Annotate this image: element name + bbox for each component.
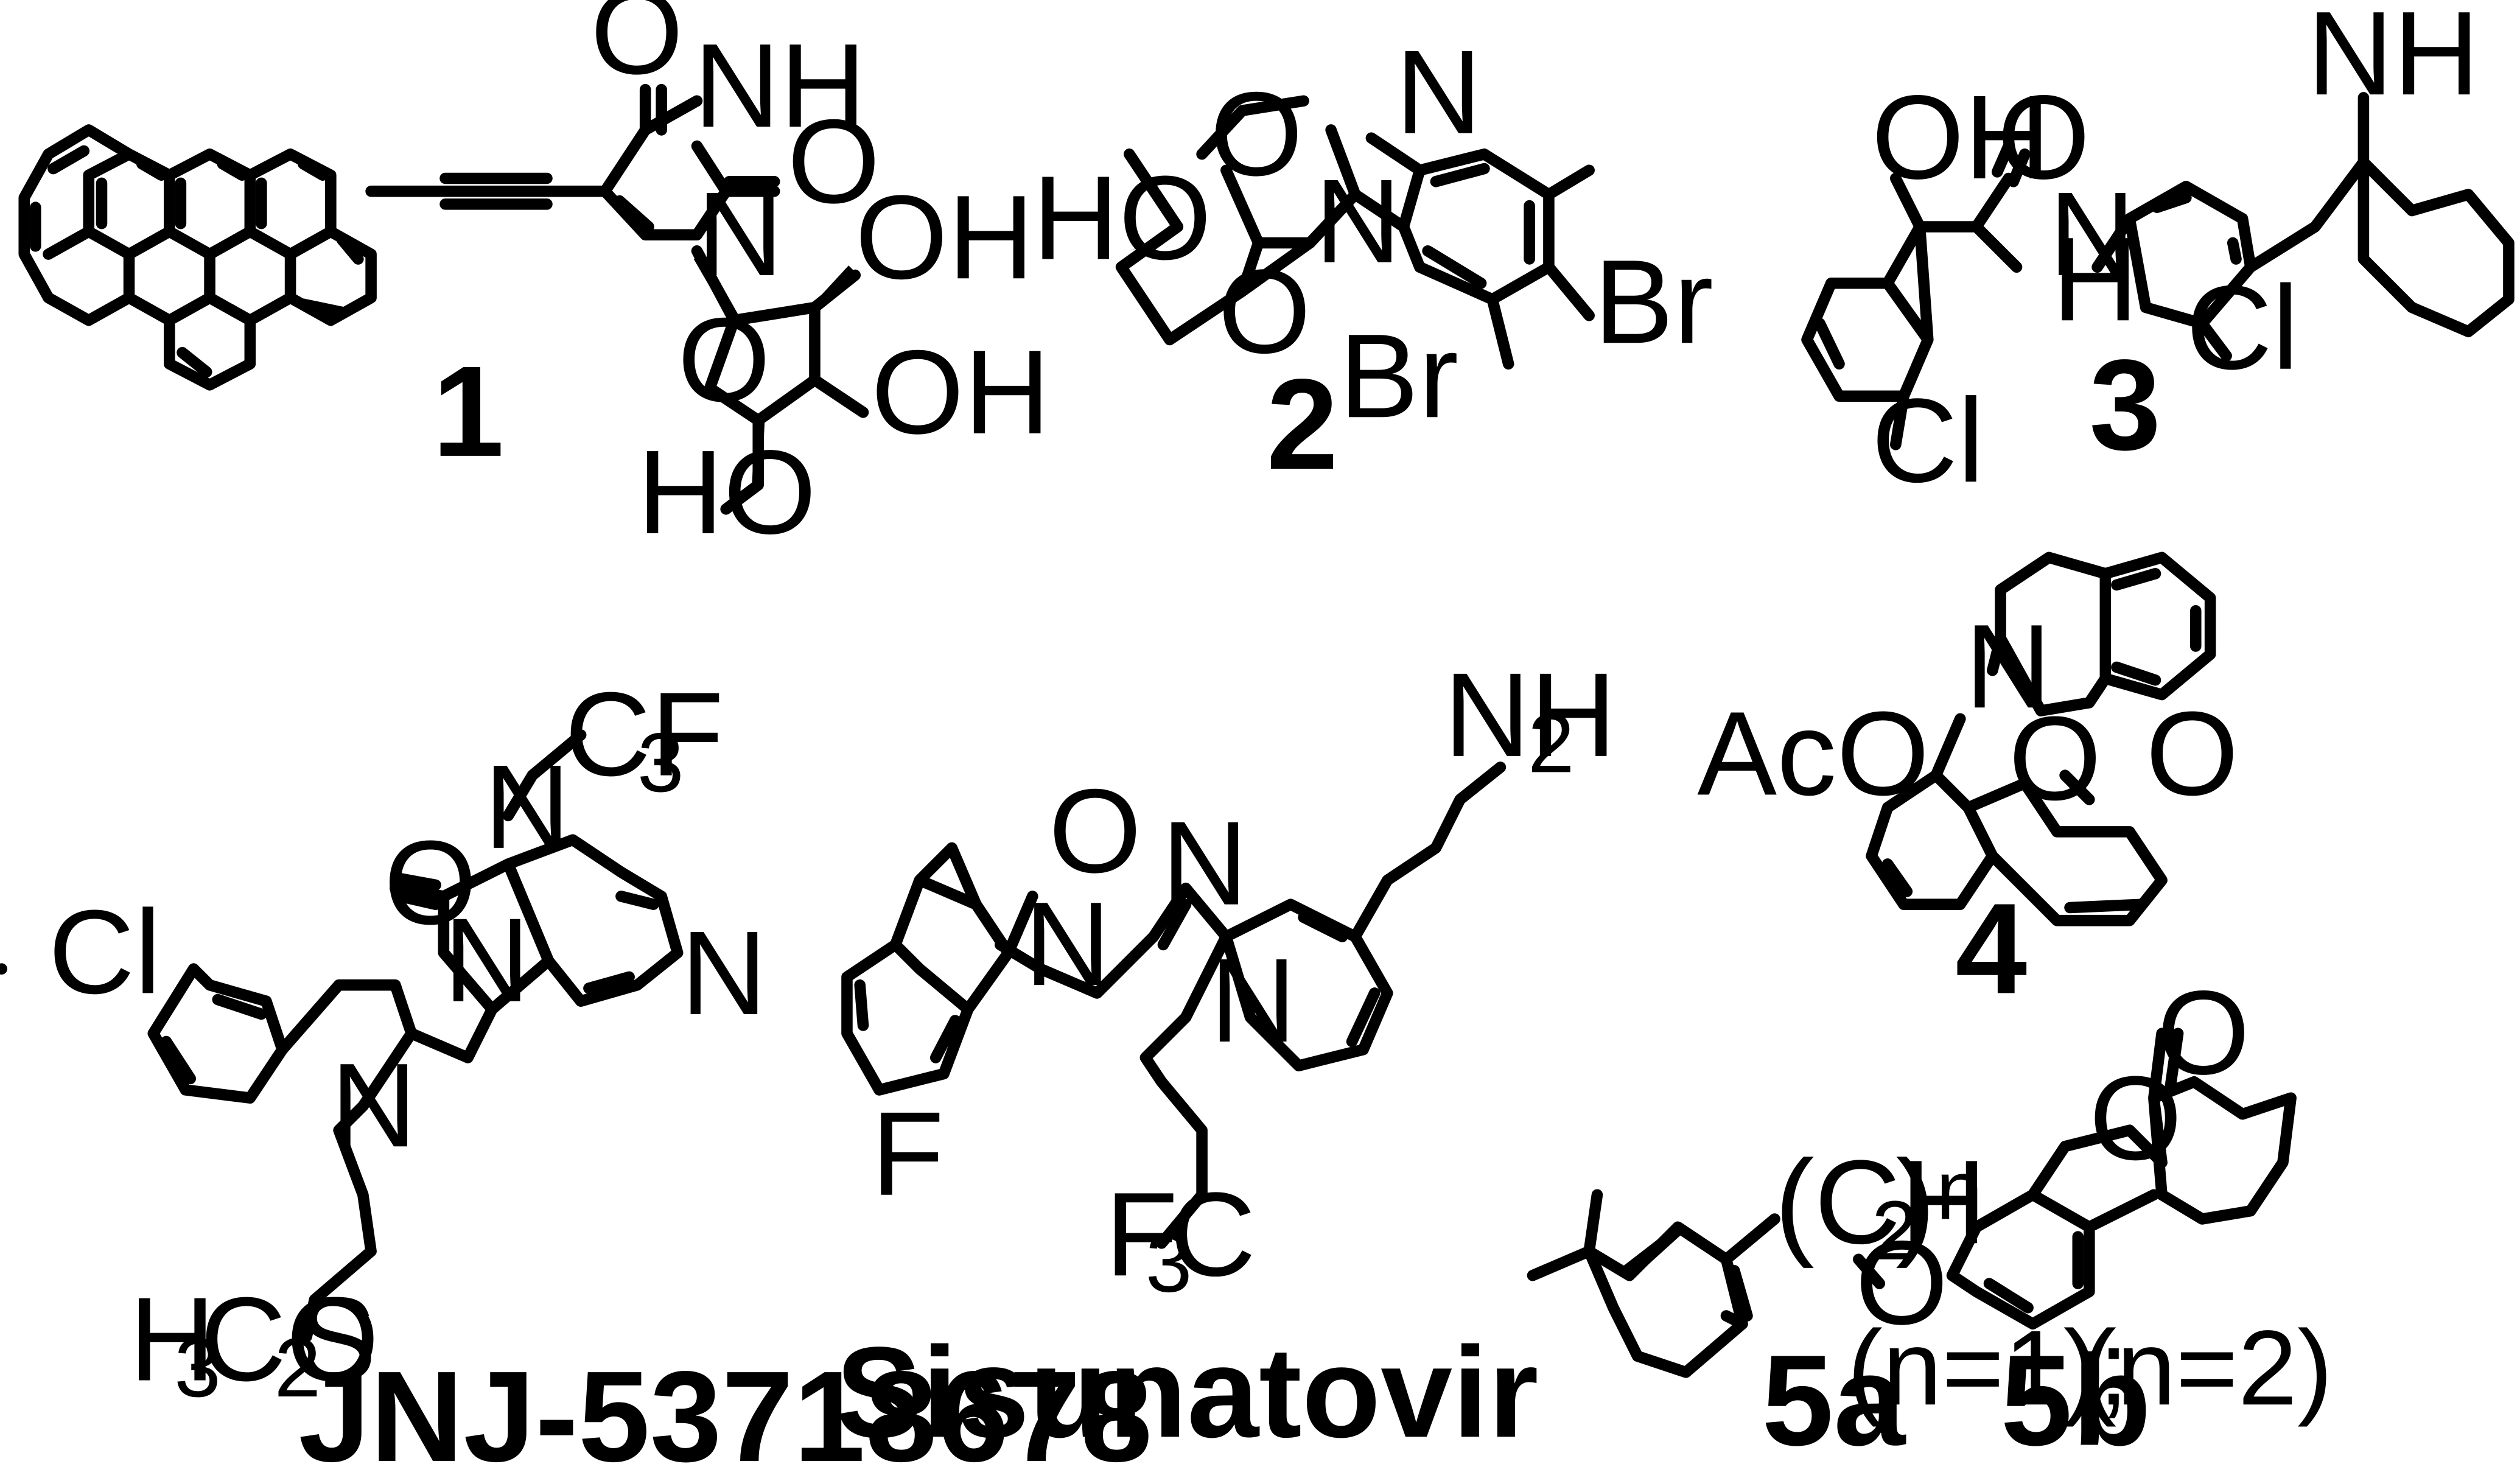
c4-atom-o-ring: O [2009,691,2102,825]
c1-atom-o-top: O [590,0,684,99]
c5-atom-ch-close: ) [1895,1135,1935,1269]
compound-2: O N HO N O Br Br 2 [1032,25,1713,496]
sis-atom-f: F [871,1087,944,1221]
c1-atom-o-right: O [787,94,880,228]
sis-atom-n-lactam: N [1024,877,1111,1010]
sisunatovir-label: Sisunatovir [836,1320,1539,1464]
jnj-atom-h: H [129,1272,215,1406]
c4-atom-aco: AcO [1697,686,1929,820]
sis-atom-n-benz: N [1210,933,1297,1067]
compound-3-label: 3 [2089,332,2161,477]
c5-atom-o-ring: O [2089,1051,2182,1185]
c3-atom-o: O [1997,70,2090,204]
sis-atom-n-imidazole: N [1161,796,1248,930]
compound-5b-label: 5b [2001,1328,2151,1473]
c2-atom-n-top: N [1396,25,1482,159]
compound-5a-note: (n=1); [1847,1309,2129,1427]
compound-sisunatovir: NH 2 O N N N F F 3 C Sisunatovir [836,648,1617,1464]
jnj-atom-n-pyridine: N [681,906,767,1040]
compound-5b-note: (n=2) [2081,1309,2333,1427]
c5-atom-ch-sub: 2 [1872,1184,1919,1278]
c2-atom-o-bottom: O [1218,244,1311,378]
jnj-atom-cf-sub: 3 [637,716,684,810]
jnj-atom-n-indole: N [331,1038,417,1172]
compound-jnj-53718678: CF 3 O N N N Cl N H 3 CO 2 S JNJ-5371867… [0,667,1152,1478]
c1-atom-oh-2: OH [871,325,1050,459]
jnj-atom-s: S [297,1272,377,1406]
c2-atom-o-top: O [1210,67,1303,201]
c4-atom-n: N [1965,599,2051,733]
compound-4-label: 4 [1955,876,2027,1020]
compound-1: O NH O N OH O OH HO 1 [18,0,1050,559]
compound-1-label: 1 [432,339,504,483]
c5-atom-o-ether: O [1855,1216,1948,1350]
c5-atom-o-carbonyl: O [2157,965,2250,1099]
sis-atom-f3c-sub: 3 [1146,1216,1192,1310]
c3-atom-nh-top: NH [2307,0,2479,120]
c1-atom-nh: NH [694,18,866,152]
jnj-atom-cf: CF [565,667,724,801]
c1-atom-n: N [697,167,783,301]
jnj-label: JNJ-53718678 [298,1344,1152,1478]
sis-atom-nh-sub: 2 [1528,696,1575,790]
compound-2-label: 2 [1267,352,1339,496]
sis-atom-f3c-c: C [1170,1167,1256,1301]
sis-atom-o: O [1049,764,1142,898]
c5-atom-ch: (CH [1774,1135,1987,1269]
c2-atom-br-left: Br [1339,309,1458,443]
c1-atom-ho: HO [637,425,816,559]
sis-atom-f3c: F [1105,1167,1178,1301]
jnj-atom-n-top: N [484,740,570,874]
c5-atom-n-sub: n [1936,1144,1983,1238]
jnj-atom-co: CO [200,1272,379,1406]
c1-atom-o-ring: O [677,293,771,427]
jnj-atom-n-mid: N [444,893,530,1027]
c2-atom-ho: HO [1032,150,1211,284]
compound-3: OH O H N NH Cl Cl 3 [1801,0,2515,507]
jnj-atom-h-sub: 3 [174,1321,221,1415]
c3-atom-nh-h: H [2052,212,2138,346]
c2-atom-n: N [1315,154,1401,288]
c3-atom-cl-bottom: Cl [1872,373,1984,507]
c4-atom-o-carbonyl: O [2146,686,2239,820]
compound-5a-label: 5a [1762,1328,1906,1473]
c1-atom-oh-1: OH [855,170,1034,304]
jnj-atom-cl: Cl [49,884,161,1018]
c2-atom-br-right: Br [1594,234,1713,368]
c3-atom-nh-n: N [2049,167,2135,301]
compound-5: (CH 2 ) n O O O 5a (n=1); 5b (n=2) [1527,965,2333,1473]
jnj-atom-co-sub: 2 [275,1321,321,1415]
compound-4: N AcO O O 4 [1697,552,2239,1020]
c3-atom-cl-ring: Cl [2186,261,2298,394]
sis-atom-nh: NH [1444,648,1616,782]
jnj-atom-o: O [384,815,477,949]
c3-atom-oh: OH [1872,70,2051,204]
